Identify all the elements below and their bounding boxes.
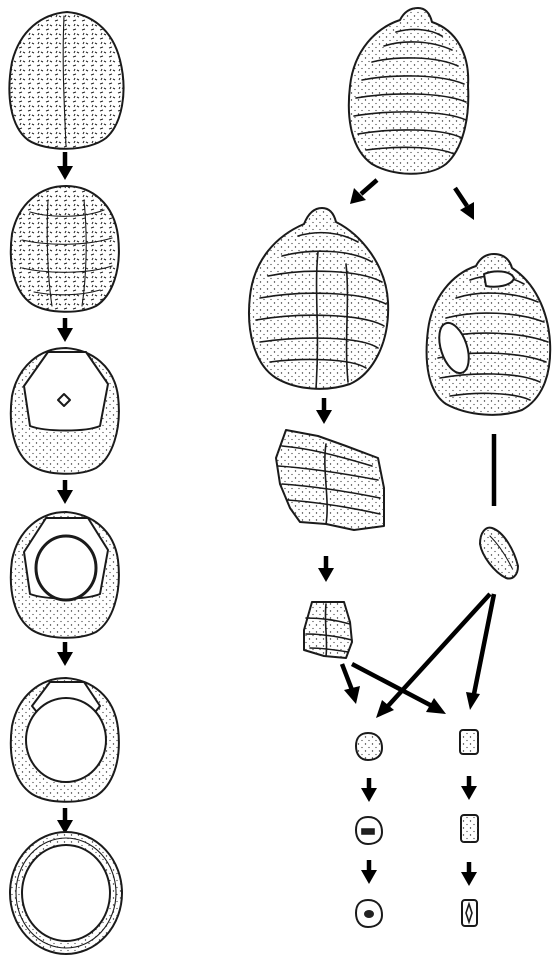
left-arrow-2 [57,318,73,342]
left-arrow-5 [57,808,73,834]
arrow-disc-to-square [466,594,494,710]
arrow-fragment-to-square [352,664,446,714]
holed-shell [427,254,551,415]
left-arrow-3 [57,480,73,504]
right-arrow-split-right [455,188,474,220]
square-bead-column [460,730,478,926]
intact-shell [249,208,388,389]
whole-shell-stage-1 [9,12,123,149]
small-fragment [304,602,352,658]
whole-shell-source [349,8,468,174]
left-arrow-4 [57,642,73,666]
round-bead-blank [356,733,382,760]
right-arrow-left-1 [316,398,332,424]
shell-fragment [276,430,384,530]
right-arrow-split-left [350,180,377,204]
round-arrow-2 [361,860,377,884]
square-arrow-2 [461,862,477,886]
round-bead-column [356,733,382,927]
shell-worked-surface-stage-2 [11,186,119,312]
square-bead-finished [462,900,477,926]
arrow-fragment-to-round [342,664,360,704]
left-arrow-1 [57,152,73,180]
square-arrow-1 [461,776,477,800]
square-bead-blank [460,730,478,754]
ring-blank-stage-5 [11,678,119,802]
finished-ring-stage-6 [10,832,122,954]
square-bead-perforated [461,815,478,842]
round-bead-perforated [356,817,382,844]
shell-perforated-stage-3 [11,348,119,474]
right-arrow-left-2 [318,556,334,582]
round-arrow-1 [361,778,377,802]
shell-opened-stage-4 [11,512,119,638]
round-bead-finished [356,900,382,927]
disc-blank [480,528,518,579]
